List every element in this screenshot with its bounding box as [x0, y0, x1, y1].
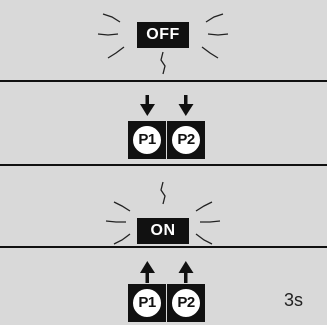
hold-duration-label: 3s	[283, 290, 303, 310]
p2-button-label: P2	[170, 124, 202, 156]
up-arrow-icon	[178, 261, 194, 283]
p2-button-label: P2	[170, 287, 202, 319]
up-arrow-icon	[140, 261, 155, 283]
p2-button-icon: P2	[167, 284, 205, 322]
down-arrow-icon	[178, 95, 194, 116]
off-status-label: OFF	[137, 22, 189, 48]
p2-button-icon: P2	[167, 121, 205, 159]
p1-button-label: P1	[131, 124, 163, 156]
p1-button-label: P1	[131, 287, 163, 319]
down-arrow-icon	[140, 95, 155, 116]
p1-button-icon: P1	[128, 284, 166, 322]
on-status-label: ON	[137, 218, 189, 244]
blink-rays-on-icon	[105, 181, 221, 245]
p1-button-icon: P1	[128, 121, 166, 159]
blink-rays-off-icon	[97, 13, 229, 75]
